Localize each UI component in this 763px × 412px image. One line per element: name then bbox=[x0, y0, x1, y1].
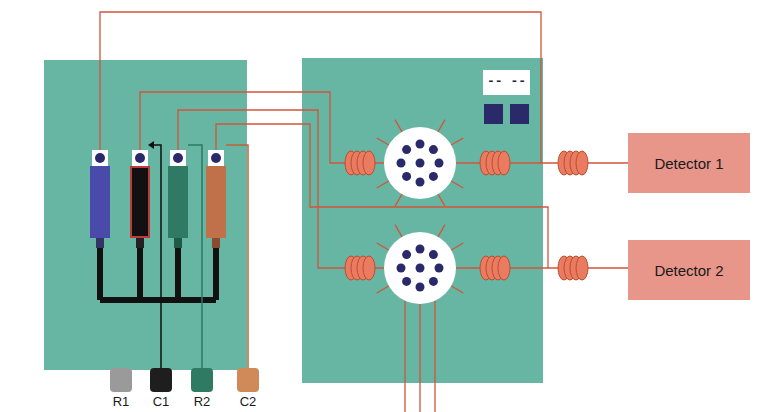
column-port bbox=[211, 153, 221, 163]
reagent-line bbox=[226, 145, 248, 368]
reagent-bottle bbox=[110, 368, 132, 392]
column-head bbox=[92, 150, 108, 166]
reagent-bottle bbox=[150, 368, 172, 392]
column-panel bbox=[44, 60, 247, 370]
display-window bbox=[483, 70, 530, 95]
manifold-tubing bbox=[100, 246, 216, 300]
tubing-coil bbox=[558, 256, 588, 280]
valve-ports bbox=[397, 245, 444, 292]
tubing-coil bbox=[345, 256, 375, 280]
column-outlet bbox=[136, 238, 144, 248]
detector-label: Detector 1 bbox=[654, 155, 723, 172]
tubing-coil bbox=[480, 151, 510, 175]
valve-panel bbox=[302, 58, 543, 383]
tubing-wires bbox=[100, 12, 628, 412]
reagent-line bbox=[188, 145, 202, 368]
column-outlet bbox=[174, 238, 182, 248]
tubing-coil bbox=[480, 256, 510, 280]
bottle-label: R1 bbox=[113, 395, 130, 409]
column-port bbox=[135, 153, 145, 163]
reagent-line bbox=[152, 145, 161, 368]
column-outlet bbox=[212, 238, 220, 248]
control-button bbox=[484, 104, 503, 124]
control-button bbox=[510, 104, 529, 124]
bottle-label: C1 bbox=[153, 395, 170, 409]
detector-label: Detector 2 bbox=[654, 262, 723, 279]
reagent-bottle bbox=[237, 368, 259, 392]
bottle-label: R2 bbox=[194, 395, 211, 409]
column-outlet bbox=[96, 238, 104, 248]
reagent-bottle bbox=[191, 368, 213, 392]
tubing-coil bbox=[558, 151, 588, 175]
display-readout: -- -- bbox=[487, 75, 526, 89]
tubing-coil bbox=[345, 151, 375, 175]
detector-box: Detector 1 bbox=[628, 133, 750, 193]
column-port bbox=[173, 153, 183, 163]
column-head bbox=[170, 150, 186, 166]
column-body bbox=[168, 166, 188, 238]
rotary-valve bbox=[384, 232, 456, 304]
flow-arrowhead bbox=[148, 141, 154, 149]
column-body bbox=[206, 166, 226, 238]
rotary-valve bbox=[384, 127, 456, 199]
column-head bbox=[208, 150, 224, 166]
column-body bbox=[131, 167, 149, 237]
column-body bbox=[90, 166, 110, 238]
detector-box: Detector 2 bbox=[628, 240, 750, 300]
column-head bbox=[132, 150, 148, 166]
bottle-label: C2 bbox=[240, 395, 257, 409]
valve-ports bbox=[397, 140, 444, 187]
column-port bbox=[95, 153, 105, 163]
